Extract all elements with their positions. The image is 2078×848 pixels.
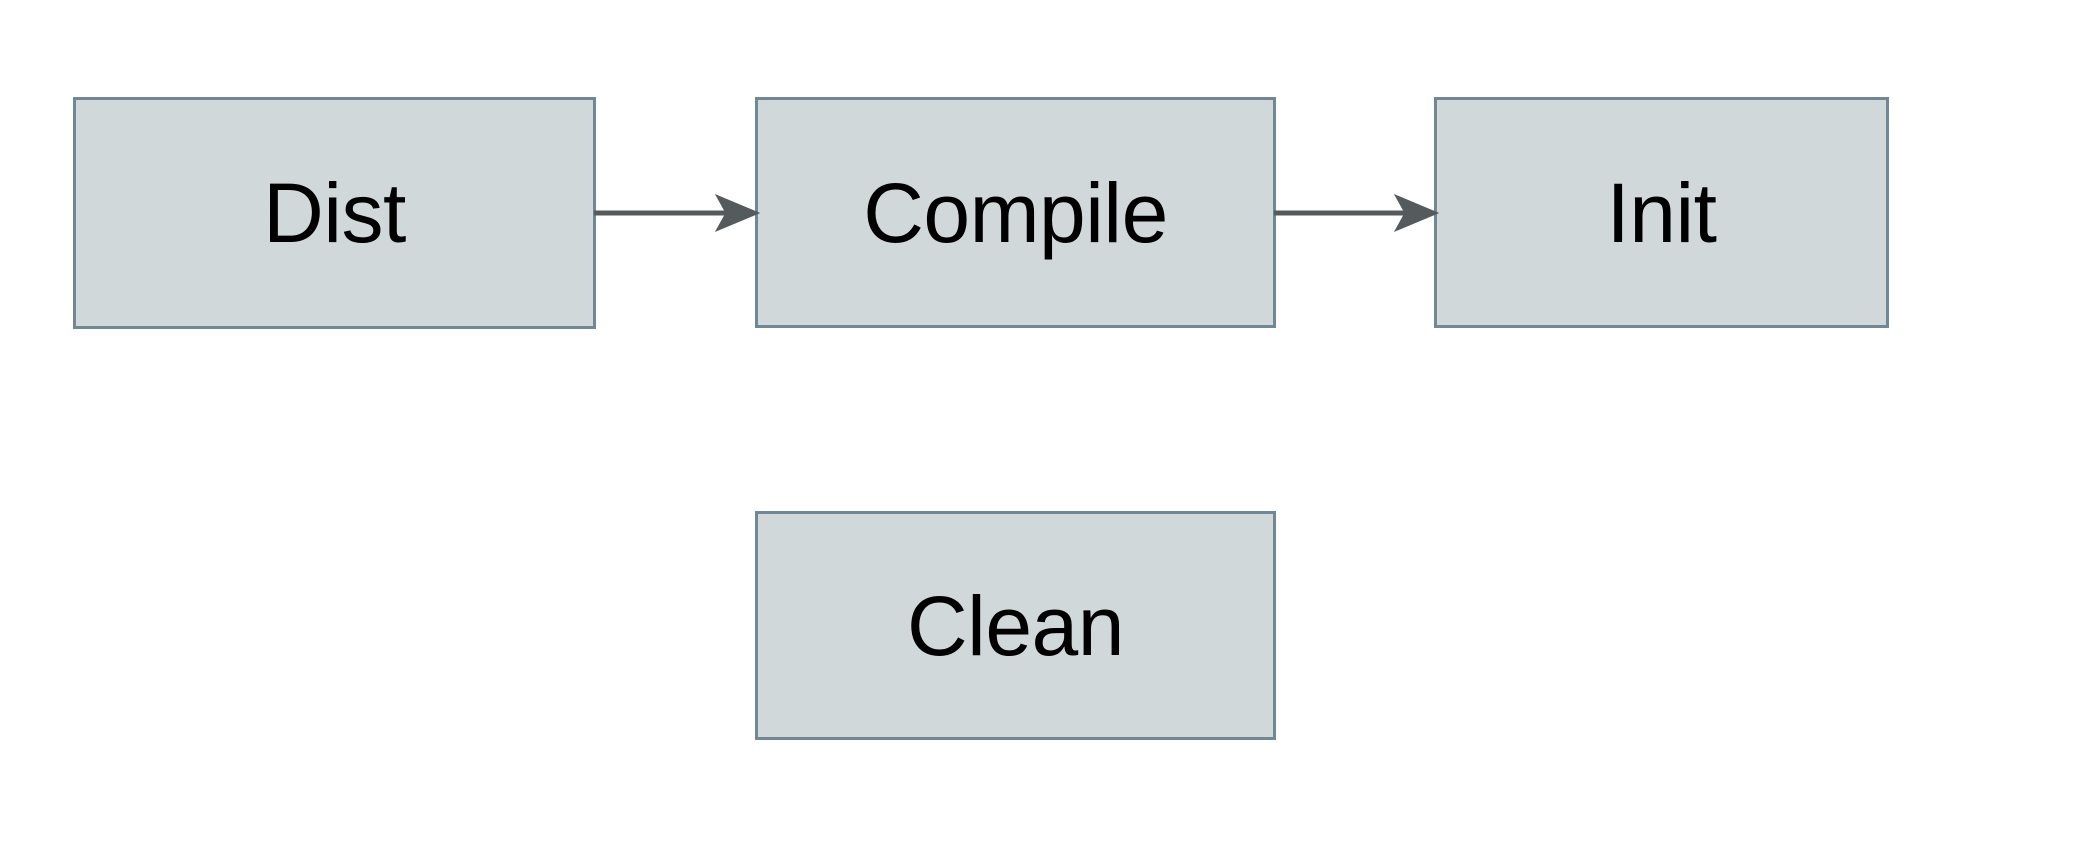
edge-compile-to-init-arrowhead-icon [1393, 193, 1440, 233]
node-dist-label: Dist [263, 166, 406, 260]
edge-compile-to-init[interactable] [1274, 183, 1440, 243]
edge-dist-to-compile-arrowhead-icon [714, 193, 761, 233]
node-clean-label: Clean [907, 578, 1124, 673]
node-clean[interactable]: Clean [755, 511, 1276, 740]
node-compile-label: Compile [863, 165, 1168, 260]
node-init-label: Init [1606, 165, 1717, 260]
node-compile[interactable]: Compile [755, 97, 1276, 328]
node-init[interactable]: Init [1434, 97, 1889, 328]
node-dist[interactable]: Dist [73, 97, 596, 329]
edge-dist-to-compile[interactable] [594, 183, 761, 243]
